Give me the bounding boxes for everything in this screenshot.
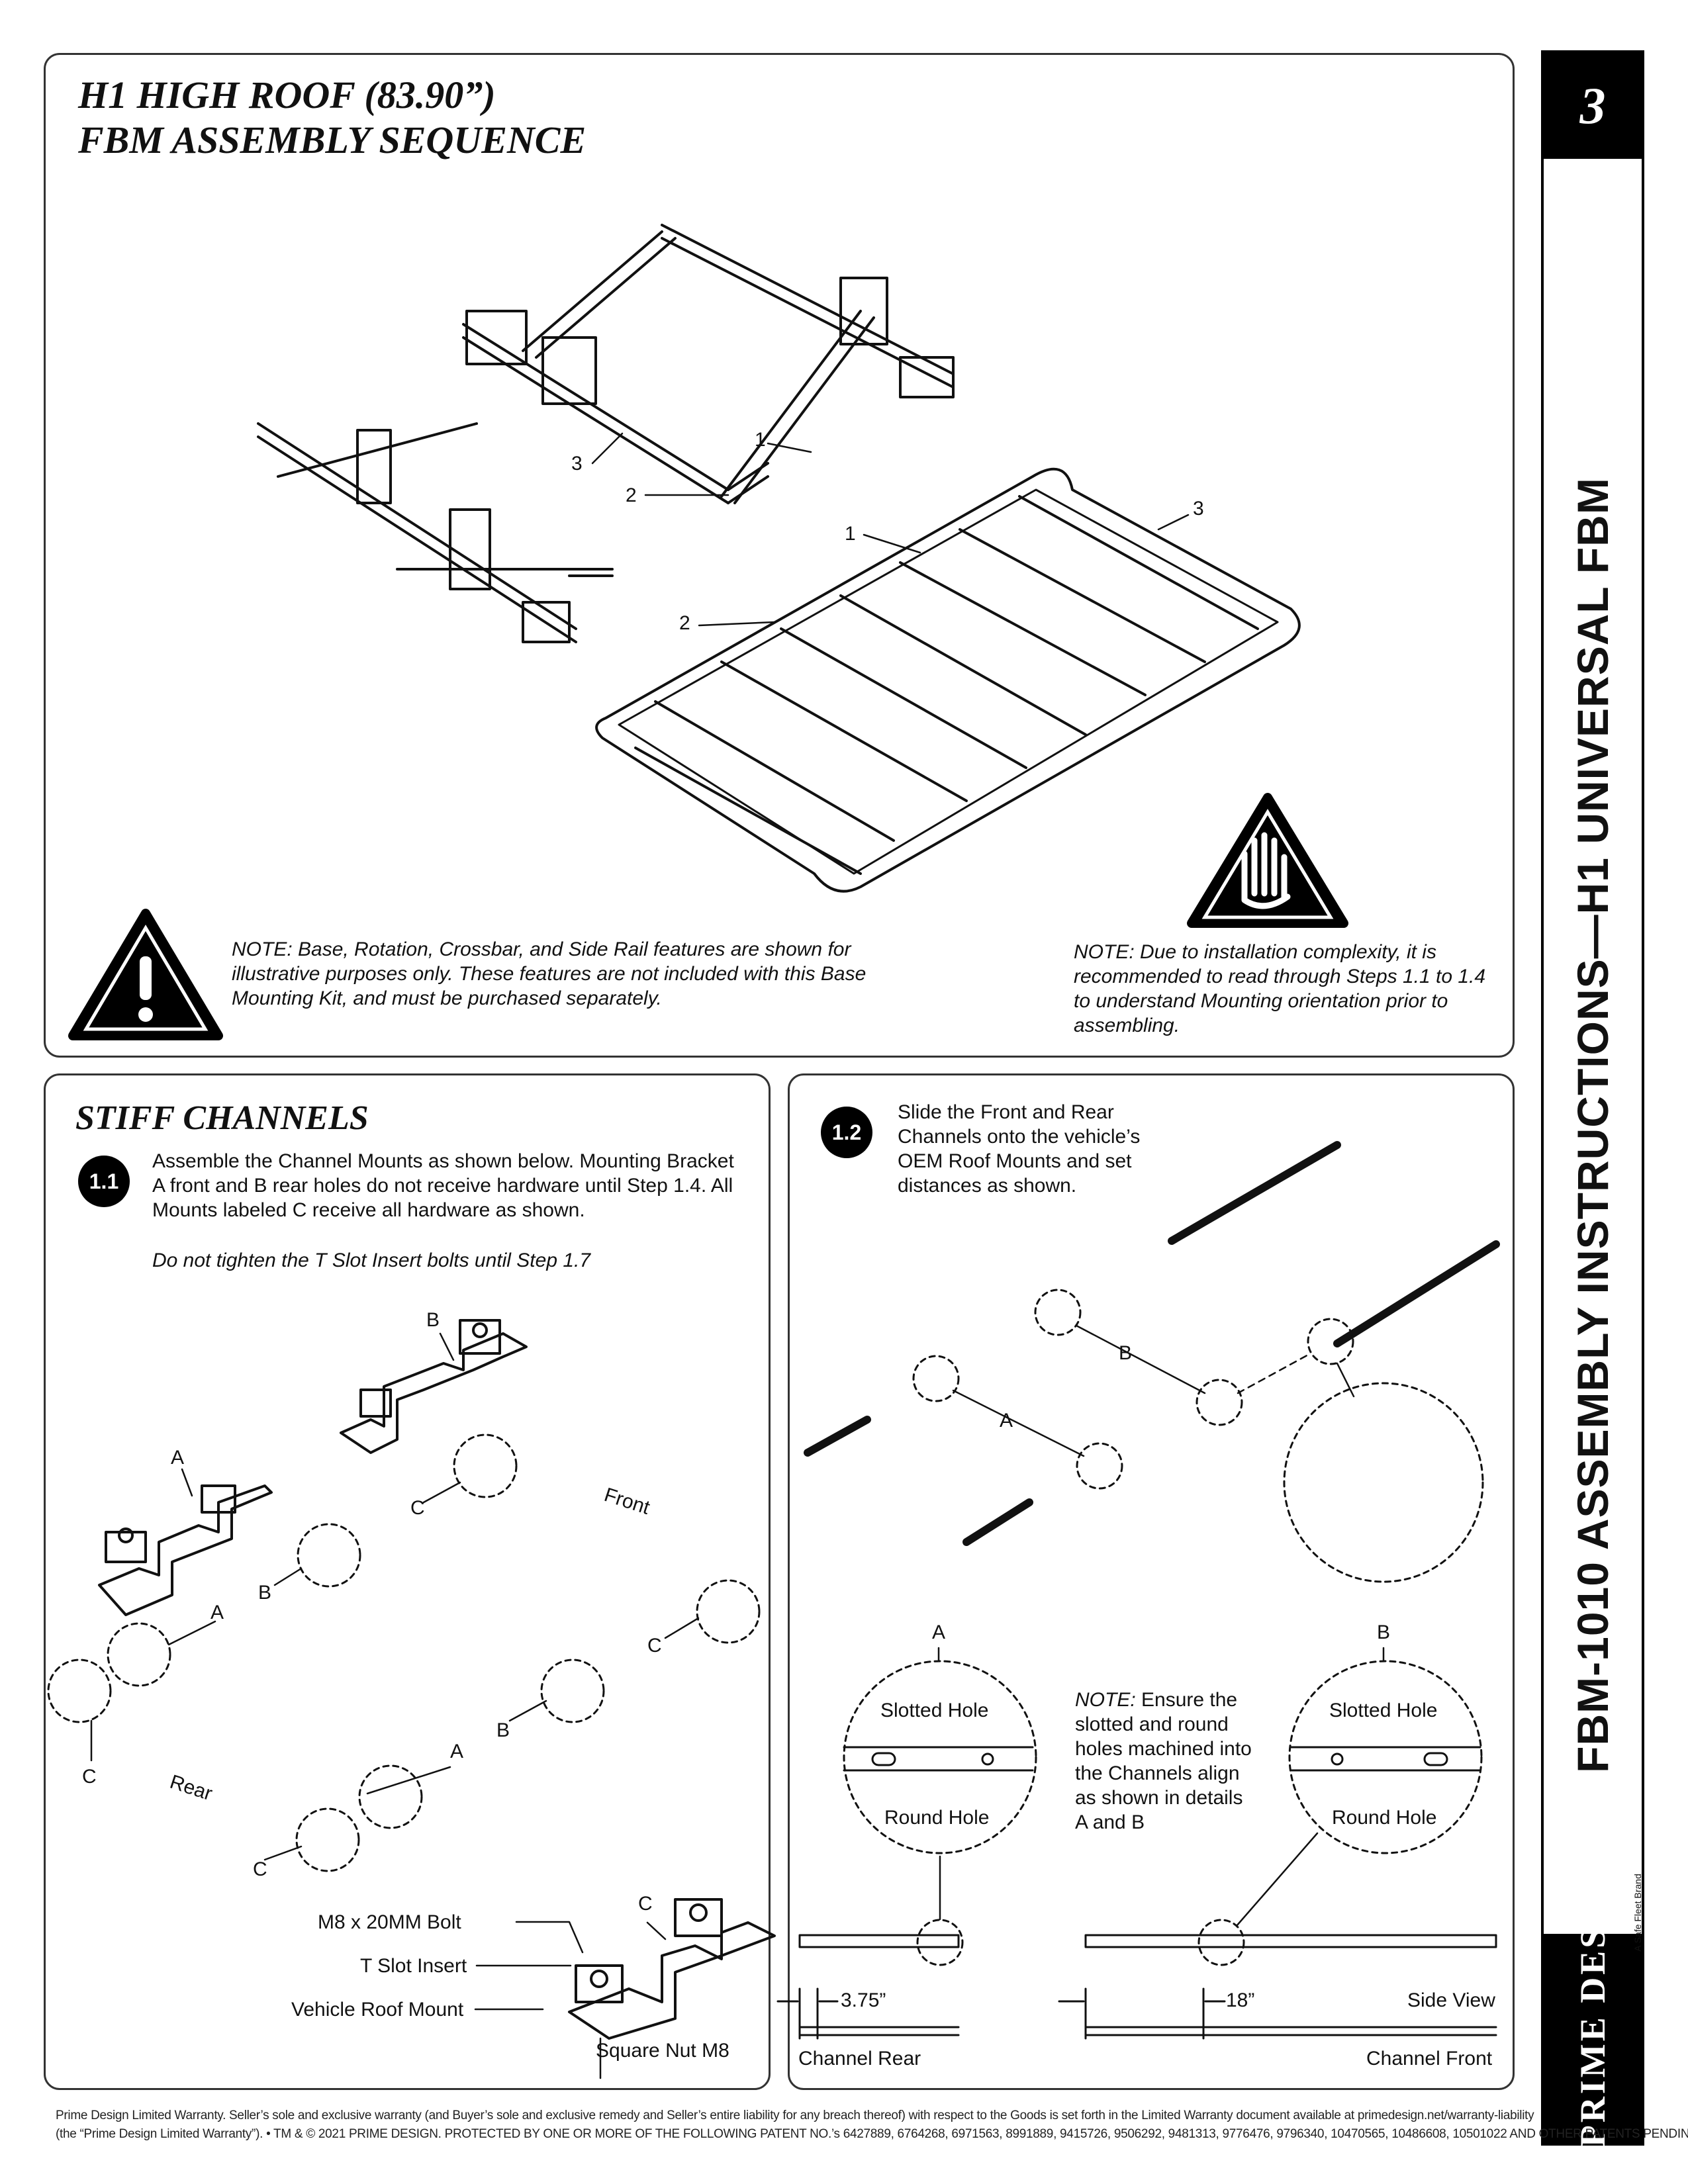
step11-leaders [90, 1332, 700, 1940]
label-bracket-c-left: C [82, 1766, 97, 1788]
note-features-not-included: NOTE: Base, Rotation, Crossbar, and Side… [232, 938, 867, 1009]
brand-logo: PRIME DESIGN [1573, 1850, 1613, 2148]
label-channel-front: Channel Front [1366, 2048, 1493, 2070]
label-m8-bolt: M8 x 20MM Bolt [318, 1911, 461, 1933]
step12-detail-circles [843, 1289, 1484, 1966]
label-bracket-b-top: B [426, 1309, 440, 1331]
brand-logo-box: PRIME DESIGN [1544, 1850, 1642, 2147]
callout-1-base: 1 [755, 429, 766, 451]
note-hole-alignment-prefix: NOTE: [1075, 1689, 1136, 1711]
callout-1-rack: 1 [845, 523, 856, 545]
label-bracket-a-upper: A [171, 1447, 185, 1469]
callout-leaders [591, 432, 1190, 627]
page-title: H1 HIGH ROOF (83.90”) [78, 73, 496, 116]
detail-a-title: A [932, 1621, 946, 1643]
note-installation-complexity: NOTE: Due to installation complexity, it… [1074, 941, 1486, 1036]
step-1-1-instructions: Assemble the Channel Mounts as shown bel… [152, 1150, 734, 1221]
detail-a-slotted-hole: Slotted Hole [880, 1700, 989, 1721]
callout-2-rack: 2 [679, 612, 690, 634]
detail-circles-step11 [47, 1433, 761, 1872]
dimension-front: 18” [1226, 1989, 1255, 2011]
section-title-stiff-channels: STIFF CHANNELS [75, 1099, 369, 1137]
base-rotation-assembly-illustration [462, 224, 955, 504]
footer-warranty-line1: Prime Design Limited Warranty. Seller’s … [56, 2109, 1534, 2122]
label-bracket-b-lower: B [496, 1719, 510, 1741]
label-bracket-b-mid: B [258, 1582, 272, 1604]
dimension-rear: 3.75” [841, 1989, 886, 2011]
callout-3-base: 3 [571, 453, 583, 475]
step-1-2-panel [788, 1073, 1515, 2090]
brand-tagline: A Safe Fleet Brand [1632, 1874, 1643, 1952]
label-side-view: Side View [1407, 1989, 1495, 2011]
label-step12-b: B [1119, 1342, 1133, 1364]
detail-a-round-hole: Round Hole [884, 1807, 990, 1829]
channel-hole-details [843, 1746, 1481, 1772]
stop-hand-icon [1187, 793, 1348, 928]
label-bracket-c-upper: C [410, 1497, 425, 1519]
roof-rack-illustration [595, 467, 1301, 893]
rotation-assembly-illustration [257, 422, 614, 643]
step-1-1-badge: 1.1 [78, 1156, 130, 1207]
detail-b-title: B [1377, 1621, 1391, 1643]
detail-b-round-hole: Round Hole [1332, 1807, 1437, 1829]
label-step12-a: A [1000, 1410, 1013, 1432]
stiff-channels-panel [44, 1073, 771, 2090]
step-1-2-badge: 1.2 [821, 1107, 872, 1158]
page-number: 3 [1544, 53, 1642, 159]
label-channel-rear: Channel Rear [798, 2048, 921, 2070]
step-1-1-note: Do not tighten the T Slot Insert bolts u… [152, 1250, 591, 1271]
label-square-nut: Square Nut M8 [596, 2040, 729, 2062]
detail-b-slotted-hole: Slotted Hole [1329, 1700, 1438, 1721]
callout-2-base: 2 [626, 484, 637, 506]
label-bracket-a-lower: A [450, 1741, 464, 1762]
note-hole-alignment-text: Ensure the slotted and round holes machi… [1075, 1689, 1252, 1833]
warning-icon [68, 909, 223, 1040]
stiff-channels-illustration [804, 1141, 1500, 1546]
footer-warranty-line2: (the “Prime Design Limited Warranty”). •… [56, 2127, 1688, 2141]
channel-mount-brackets-illustration [98, 1319, 776, 2040]
label-bracket-c-detail: C [638, 1893, 653, 1915]
hardware-leaders [474, 1921, 602, 2079]
step12-leaders [937, 1324, 1385, 1927]
document-title: FBM-1010 ASSEMBLY INSTRUCTIONS—H1 UNIVER… [1568, 477, 1617, 1773]
label-vehicle-roof-mount: Vehicle Roof Mount [291, 1999, 464, 2021]
label-bracket-a-mid: A [211, 1602, 224, 1623]
label-bracket-c-right: C [647, 1635, 662, 1657]
callout-3-rack: 3 [1193, 498, 1204, 520]
label-t-slot-insert: T Slot Insert [360, 1955, 467, 1977]
sidebar: 3 FBM-1010 ASSEMBLY INSTRUCTIONS—H1 UNIV… [1541, 50, 1644, 2147]
page-subtitle: FBM ASSEMBLY SEQUENCE [78, 118, 586, 161]
step-1-2-instructions: Slide the Front and Rear Channels onto t… [898, 1101, 1141, 1197]
label-bracket-c-lower: C [253, 1858, 267, 1880]
note-hole-alignment: NOTE: Ensure the slotted and round holes… [1075, 1688, 1254, 1835]
channel-side-views [776, 1934, 1497, 2040]
